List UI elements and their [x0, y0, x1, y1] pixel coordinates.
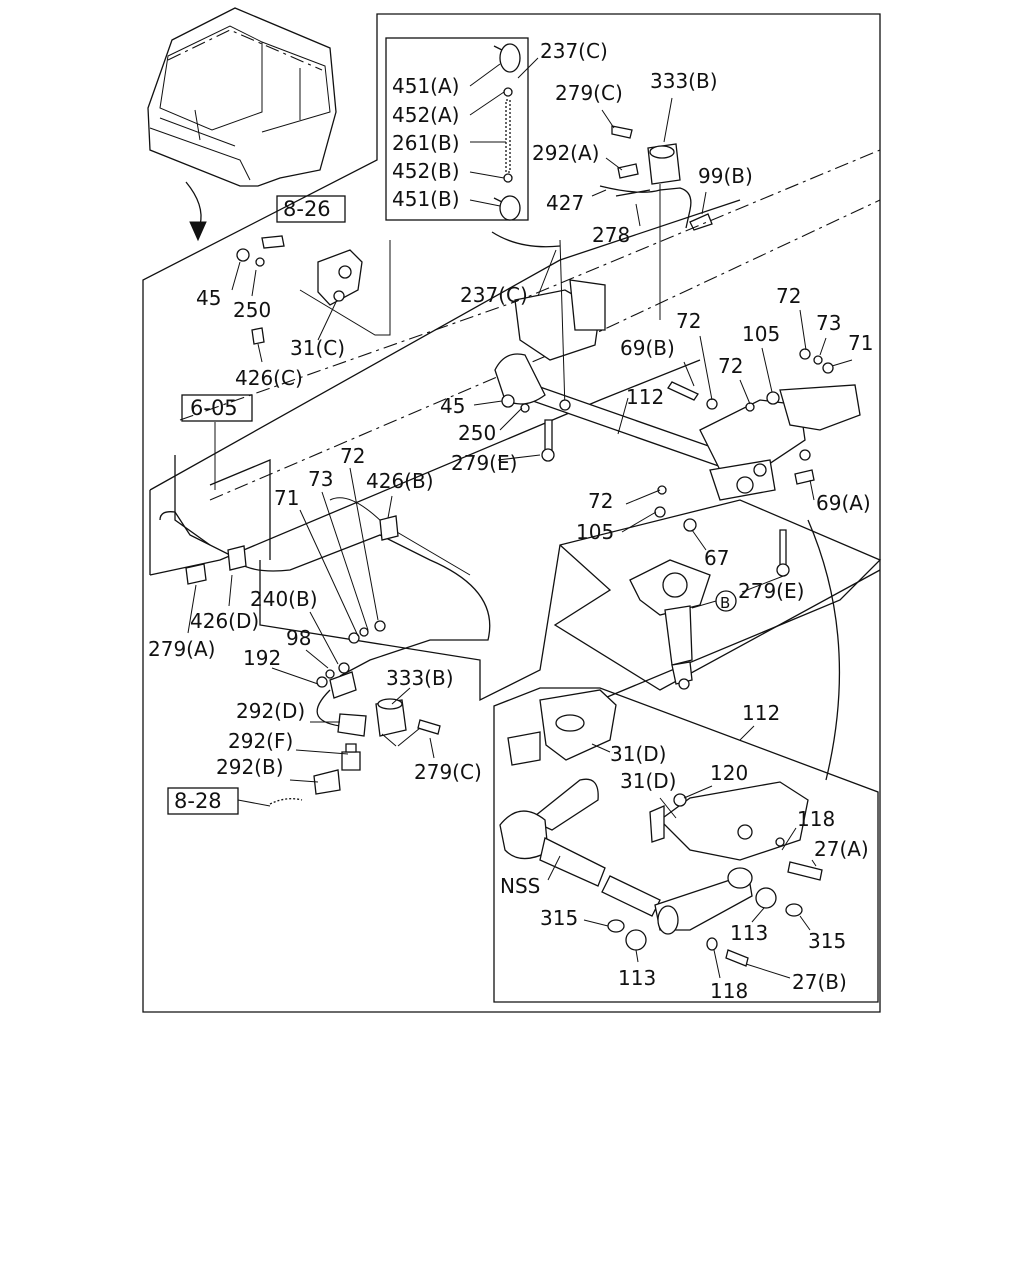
cab-illustration: [147, 7, 337, 187]
callout-27b: 27(B): [792, 970, 847, 994]
callout-315-b: 315: [808, 929, 846, 953]
ref-label-605: 6-05: [190, 396, 238, 420]
callout-426b: 426(B): [366, 469, 434, 493]
callout-45-top: 45: [196, 286, 221, 310]
callout-292a: 292(A): [532, 141, 599, 165]
inset-lower-arm: [607, 837, 823, 967]
callout-192: 192: [243, 646, 281, 670]
callout-333b-top: 333(B): [650, 69, 718, 93]
callout-237c-top: 237(C): [540, 39, 608, 63]
callout-nss: NSS: [500, 874, 540, 898]
callout-292d: 292(D): [236, 699, 305, 723]
callout-118-b: 118: [710, 979, 748, 1003]
callout-31d-a: 31(D): [610, 742, 666, 766]
rear-beam-112: [494, 239, 732, 472]
callout-72-d: 72: [588, 489, 613, 513]
callout-67: 67: [704, 546, 729, 570]
main-frame: [142, 13, 881, 1013]
callout-71-a: 71: [848, 331, 873, 355]
callout-237c-mid: 237(C): [460, 283, 528, 307]
chassis-box-left: [149, 455, 271, 575]
callout-426d: 426(D): [190, 609, 259, 633]
cab-arrow: [185, 181, 202, 226]
callout-112-top: 112: [626, 385, 664, 409]
ref-box-826: [276, 195, 346, 223]
brake-pipe-inner: [329, 497, 471, 576]
callout-69a: 69(A): [816, 491, 871, 515]
callout-71-b: 71: [274, 486, 299, 510]
valve-333b-top: [611, 125, 713, 231]
callout-31c: 31(C): [290, 336, 345, 360]
callout-279e-right: 279(E): [738, 579, 804, 603]
callout-72-b: 72: [676, 309, 701, 333]
circle-b-label: B: [720, 594, 730, 612]
chassis-rail-lower: [149, 359, 701, 576]
callout-279c-bot: 279(C): [414, 760, 482, 784]
callout-426c: 426(C): [235, 366, 303, 390]
callout-451a: 451(A): [392, 74, 459, 98]
callout-279a: 279(A): [148, 637, 215, 661]
callout-72-a: 72: [776, 284, 801, 308]
small-hardware: [501, 348, 834, 577]
ref-label-828: 8-28: [174, 789, 222, 813]
callout-120: 120: [710, 761, 748, 785]
callout-99b: 99(B): [698, 164, 753, 188]
ref-box-605: [181, 394, 253, 422]
brake-pipe-240b: [159, 511, 491, 677]
callout-118-a: 118: [797, 807, 835, 831]
callout-451b: 451(B): [392, 187, 460, 211]
callout-292f: 292(F): [228, 729, 293, 753]
callout-250-mid: 250: [458, 421, 496, 445]
callout-73-b: 73: [308, 467, 333, 491]
callout-261b: 261(B): [392, 131, 460, 155]
callout-31d-b: 31(D): [620, 769, 676, 793]
inset-bracket-31d: [507, 689, 617, 766]
callout-279c-top: 279(C): [555, 81, 623, 105]
callout-279e-left: 279(E): [451, 451, 517, 475]
callout-292b: 292(B): [216, 755, 284, 779]
callout-105-a: 105: [742, 322, 780, 346]
cross-plate: [553, 544, 881, 691]
callout-27a: 27(A): [814, 837, 869, 861]
callout-98: 98: [286, 626, 311, 650]
callout-72-e: 72: [340, 444, 365, 468]
linkage-inset-box: [385, 37, 529, 221]
callout-427: 427: [546, 191, 584, 215]
ref-label-826: 8-26: [283, 197, 331, 221]
callout-333b-bot: 333(B): [386, 666, 454, 690]
shock-absorber: [629, 559, 711, 690]
right-bracket-assembly: [683, 384, 861, 532]
lower-hose-assembly: [185, 515, 441, 805]
bracket-detail-outline: [299, 240, 391, 336]
callout-113-b: 113: [618, 966, 656, 990]
hose-278: [599, 185, 692, 229]
lower-inset-box: [493, 687, 879, 1003]
callout-105-b: 105: [576, 520, 614, 544]
bracket-831c: [236, 235, 363, 345]
callout-452b: 452(B): [392, 159, 460, 183]
ref-box-828: [167, 787, 239, 815]
callout-69b: 69(B): [620, 336, 675, 360]
callout-113-a: 113: [730, 921, 768, 945]
inset-arm-left: [499, 778, 661, 917]
inset-bracket-right: [649, 781, 809, 861]
floor-outline: [259, 499, 882, 702]
callout-45-mid: 45: [440, 394, 465, 418]
callout-112-inset: 112: [742, 701, 780, 725]
callout-240b: 240(B): [250, 587, 318, 611]
callout-452a: 452(A): [392, 103, 459, 127]
linkage-rod-assembly: [493, 43, 521, 221]
cab-arrow-head: [189, 221, 207, 242]
callout-315-a: 315: [540, 906, 578, 930]
callout-72-c: 72: [718, 354, 743, 378]
inset-arrow: [491, 231, 561, 248]
chassis-rail-upper: [149, 199, 741, 491]
big-arrow: [807, 519, 841, 781]
callout-73-a: 73: [816, 311, 841, 335]
callout-250-top: 250: [233, 298, 271, 322]
